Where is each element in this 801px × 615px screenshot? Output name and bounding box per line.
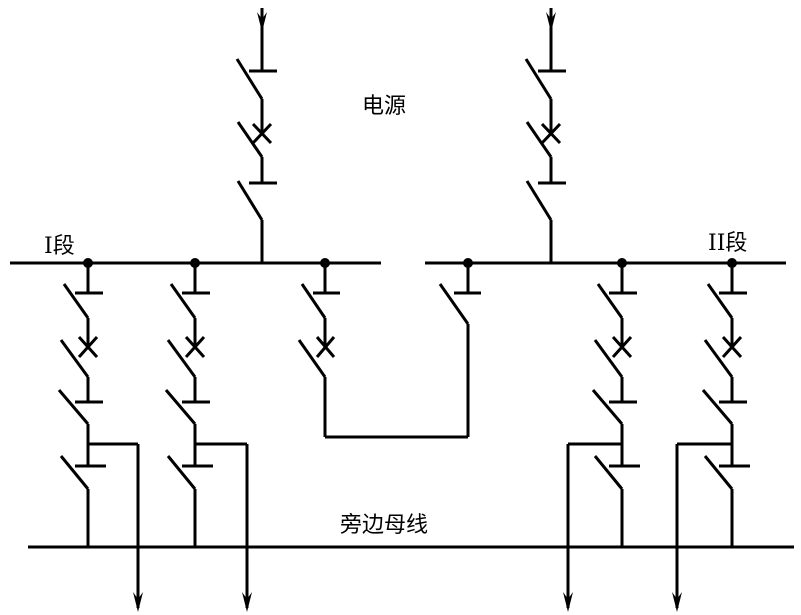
isolator-blade [235, 58, 264, 100]
outgoing-arrow-icon [563, 592, 573, 612]
isolator-blade [524, 58, 553, 100]
outgoing-arrow-icon [672, 592, 682, 612]
breaker-blade [59, 339, 90, 378]
breaker-x-stroke-2 [251, 122, 273, 145]
breaker-x-stroke-2 [184, 335, 206, 359]
isolator-blade [701, 389, 734, 425]
isolator-blade [57, 389, 90, 425]
breaker-x-stroke-2 [611, 335, 633, 359]
isolator-blade [525, 180, 553, 221]
isolator-blade [706, 283, 734, 319]
feeder-3 [563, 258, 640, 612]
breaker-blade [703, 339, 734, 378]
bypass-isolator-blade [593, 455, 624, 490]
bus-tie [297, 258, 481, 439]
power-source-label: 电源 [362, 94, 406, 119]
breaker-blade [297, 339, 327, 378]
breaker-blade [236, 121, 264, 158]
feeder-4 [672, 258, 750, 612]
bypass-isolator-blade [166, 455, 197, 490]
breaker-blade [525, 121, 553, 158]
isolator-blade [438, 283, 470, 325]
isolator-blade [164, 389, 197, 425]
isolator-blade [591, 389, 624, 425]
feeder-2 [164, 258, 252, 612]
section-1-label: I段 [44, 234, 75, 259]
outgoing-arrow-icon [242, 592, 252, 612]
bypass-bus-label: 旁边母线 [340, 513, 428, 538]
isolator-blade [236, 180, 264, 221]
breaker-x-stroke-2 [315, 336, 336, 358]
bypass-isolator-blade [59, 455, 90, 490]
incoming-arrow-icon [546, 12, 556, 32]
isolator-blade [300, 283, 327, 319]
source-right [524, 8, 566, 263]
outgoing-arrow-icon [133, 592, 143, 612]
source-left [235, 8, 277, 263]
isolator-blade [62, 283, 90, 319]
section-2-label: II段 [708, 231, 747, 256]
isolator-blade [169, 283, 197, 319]
breaker-x-stroke-2 [540, 122, 562, 145]
bypass-isolator-blade [703, 455, 734, 490]
breaker-x-stroke-2 [721, 335, 743, 359]
feeder-1 [57, 258, 143, 612]
isolator-blade [596, 283, 624, 319]
breaker-blade [166, 339, 197, 378]
breaker-x-stroke-2 [77, 335, 99, 359]
breaker-blade [593, 339, 624, 378]
incoming-arrow-icon [257, 12, 267, 32]
